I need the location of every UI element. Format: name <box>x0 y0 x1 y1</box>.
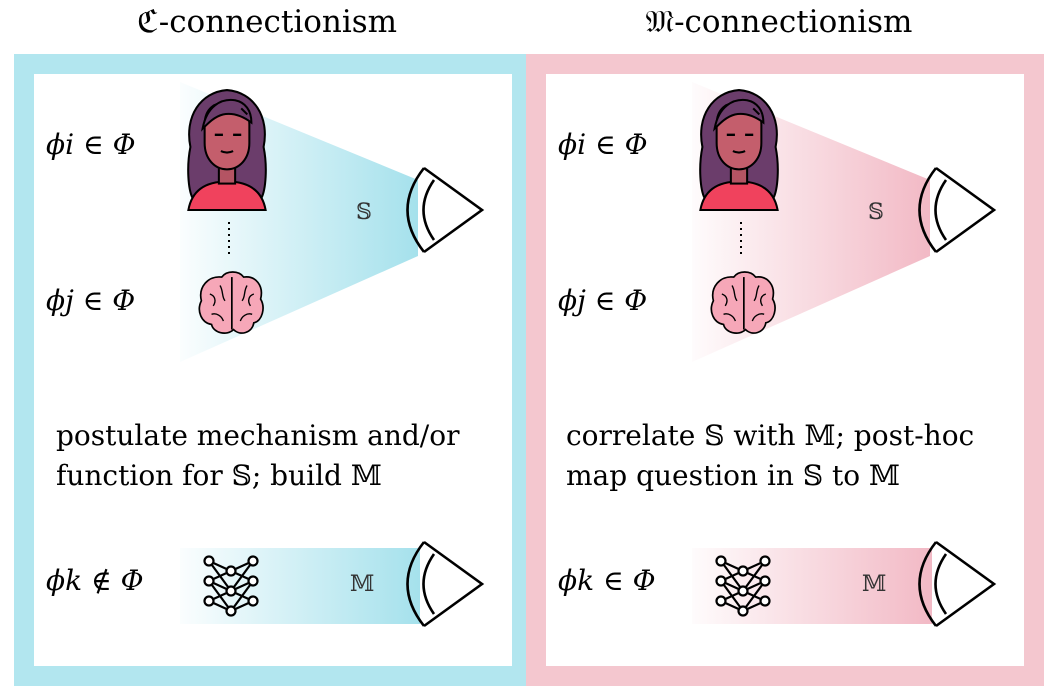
neural-network-icon <box>203 555 259 617</box>
phi-j-label: ϕj ∈ Φ <box>558 284 648 317</box>
vertical-ellipsis-icon <box>228 222 230 258</box>
caption-line-1: correlate 𝕊 with 𝕄; post-hoc <box>566 419 975 452</box>
brain-icon <box>198 271 264 334</box>
brain-icon <box>710 271 776 334</box>
vertical-ellipsis-icon <box>740 222 742 258</box>
phi-k-label: ϕk ∉ Φ <box>46 564 144 597</box>
c-connectionism-title: ℭ-connectionism <box>136 4 398 40</box>
s-beam-label: 𝕊 <box>356 200 372 225</box>
eye-icon <box>406 166 484 254</box>
phi-k-label: ϕk ∈ Φ <box>558 564 656 597</box>
caption-line-1: postulate mechanism and/or <box>56 419 460 452</box>
m-beam-label: 𝕄 <box>350 572 375 597</box>
s-beam-label: 𝕊 <box>868 200 884 225</box>
eye-icon <box>918 540 996 628</box>
eye-icon <box>406 540 484 628</box>
neural-network-icon <box>715 555 771 617</box>
m-connectionism-title: 𝔐-connectionism <box>645 4 913 40</box>
caption-line-2: function for 𝕊; build 𝕄 <box>56 459 382 492</box>
person-icon <box>186 88 268 212</box>
phi-j-label: ϕj ∈ Φ <box>46 284 136 317</box>
eye-icon <box>918 166 996 254</box>
phi-i-label: ϕi ∈ Φ <box>558 128 648 161</box>
m-beam-label: 𝕄 <box>862 572 887 597</box>
phi-i-label: ϕi ∈ Φ <box>46 128 136 161</box>
person-icon <box>698 88 780 212</box>
caption-line-2: map question in 𝕊 to 𝕄 <box>566 459 900 492</box>
